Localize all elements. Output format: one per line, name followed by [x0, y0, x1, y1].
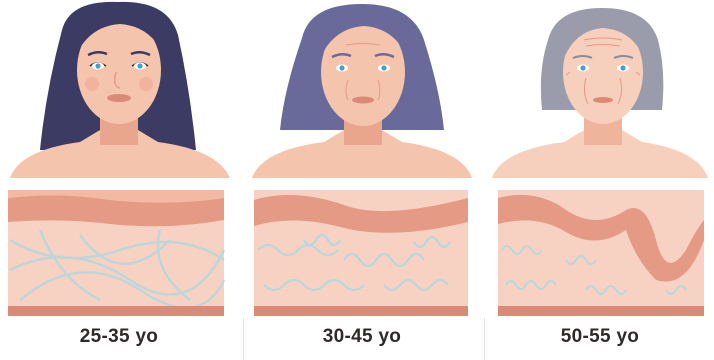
stage-panel-older: 50-55 yo	[486, 0, 714, 360]
skin-section-young	[8, 190, 224, 316]
age-label-young: 25-35 yo	[0, 326, 238, 348]
age-label-older: 50-55 yo	[486, 326, 714, 348]
skin-section-older	[498, 190, 704, 316]
older-illustration	[486, 0, 714, 320]
middle-illustration	[244, 0, 480, 320]
stage-panel-young: 25-35 yo	[0, 0, 238, 360]
skin-section-middle	[254, 190, 468, 316]
divider-2	[484, 318, 485, 360]
young-illustration	[0, 0, 238, 320]
age-label-middle: 30-45 yo	[244, 326, 480, 348]
stage-panel-middle: 30-45 yo	[244, 0, 480, 360]
lips-young	[107, 94, 131, 102]
